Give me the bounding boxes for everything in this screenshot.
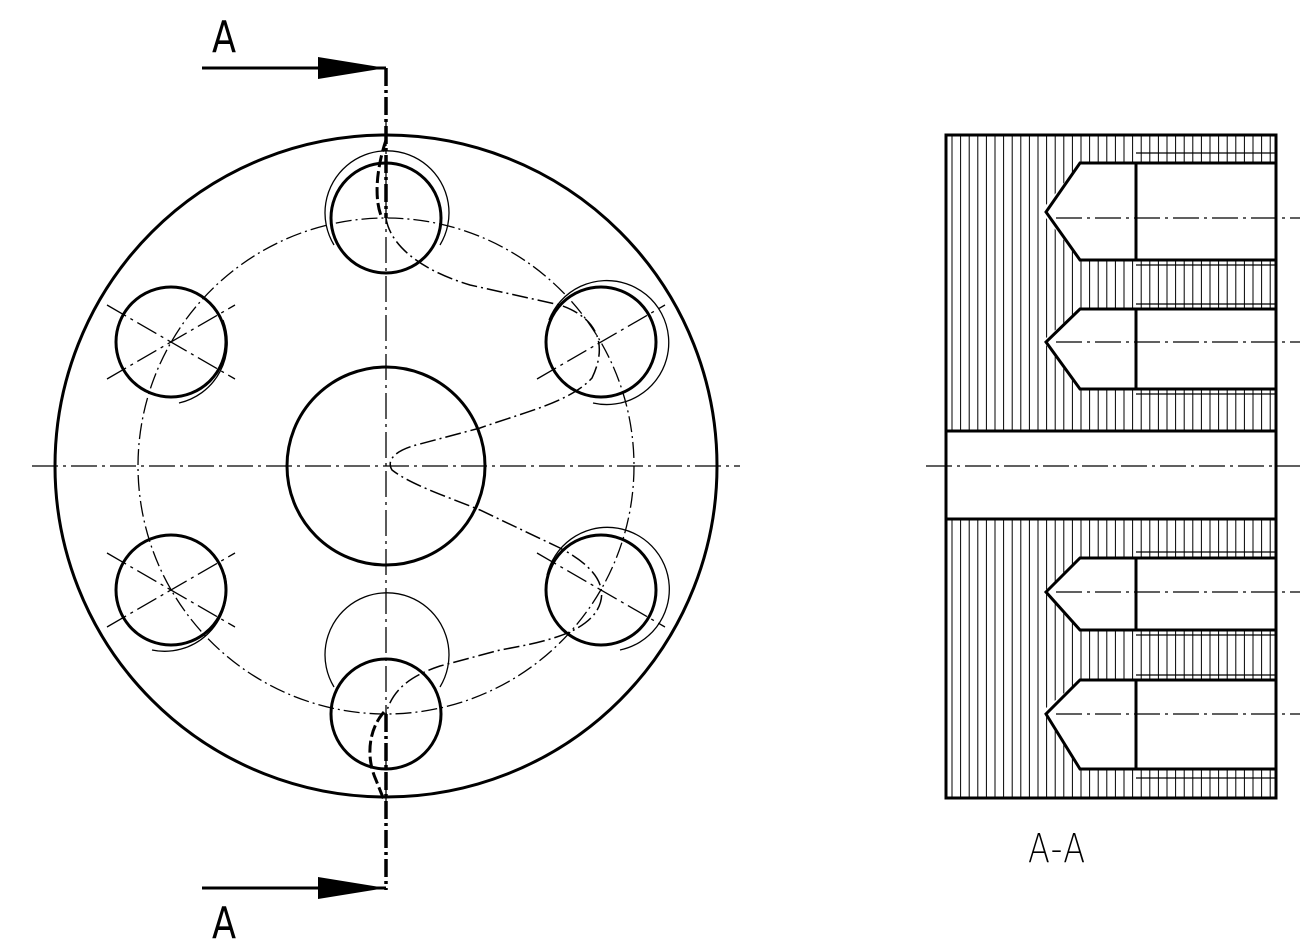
section-view xyxy=(926,133,1300,800)
section-curve-top xyxy=(375,139,388,219)
tapped-hole-3 xyxy=(1043,551,1300,636)
section-arrow-bottom-head xyxy=(318,877,386,899)
bolt-hole-upper-right xyxy=(536,279,670,406)
tapped-hole-1 xyxy=(1044,152,1300,266)
bolt-hole-upper-left xyxy=(106,285,236,404)
section-curve-bottom xyxy=(368,711,386,801)
front-view xyxy=(32,57,740,899)
section-arrow-top-head xyxy=(318,57,386,79)
section-view-title: A-A xyxy=(1028,826,1087,872)
bolt-hole-lower-left xyxy=(106,533,236,652)
hole-masks xyxy=(946,163,1276,769)
tapped-hole-2 xyxy=(1044,303,1300,395)
bolt-hole-bottom xyxy=(324,592,450,771)
section-label-bottom: A xyxy=(212,898,237,949)
section-path-line xyxy=(385,217,603,715)
section-label-top: A xyxy=(212,12,237,63)
tapped-hole-4 xyxy=(1044,674,1300,779)
